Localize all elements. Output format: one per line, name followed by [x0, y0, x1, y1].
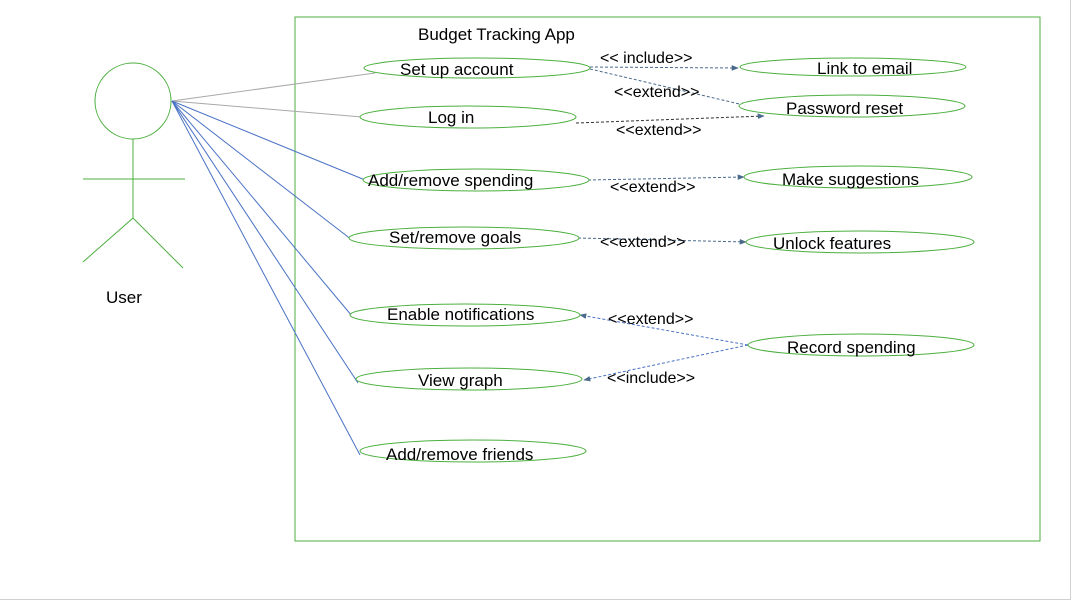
use-case-label: Link to email	[817, 59, 912, 78]
use-case-label: Unlock features	[773, 234, 891, 253]
relation-label-r4: <<extend>>	[610, 179, 695, 196]
use-case-shape	[743, 165, 973, 189]
use-case-label: Add/remove friends	[386, 445, 533, 464]
system-boundary	[294, 16, 1041, 542]
use-case-label: Set up account	[400, 60, 514, 79]
use-case-spending[interactable]: Add/remove spending	[362, 168, 590, 192]
use-case-reset[interactable]: Password reset	[738, 94, 966, 118]
relations: << include>> <<extend>> <<extend>> <<ext…	[575, 50, 765, 387]
relation-line-r4	[587, 174, 745, 181]
use-case-shape	[363, 57, 591, 79]
use-case-shape	[745, 230, 975, 254]
relation-label-r1: << include>>	[600, 50, 693, 67]
relation-label-r3: <<extend>>	[616, 122, 701, 139]
relation-line-r1	[589, 65, 739, 71]
relation-line-r2	[589, 68, 749, 108]
use-case-shape	[359, 105, 577, 129]
use-case-label: Enable notifications	[387, 305, 534, 324]
actor-right-leg	[132, 217, 184, 269]
association-login	[171, 100, 363, 118]
use-case-shape	[738, 94, 966, 118]
actor-head	[94, 62, 172, 140]
use-case-notifications[interactable]: Enable notifications	[349, 303, 581, 327]
relation-line-r6	[579, 313, 749, 346]
association-friends	[171, 100, 361, 456]
use-case-label: Password reset	[786, 99, 903, 118]
relation-label-r7: <<include>>	[607, 370, 695, 387]
use-case-suggestions[interactable]: Make suggestions	[743, 165, 973, 189]
system-title: Budget Tracking App	[418, 25, 575, 44]
relation-label-r2: <<extend>>	[614, 84, 699, 101]
relation-line-r3	[575, 113, 765, 124]
use-case-graph[interactable]: View graph	[355, 367, 583, 391]
use-case-friends[interactable]: Add/remove friends	[359, 439, 587, 464]
relation-label-r5: <<extend>>	[600, 234, 685, 251]
use-case-email[interactable]: Link to email	[739, 57, 967, 78]
use-case-label: Set/remove goals	[389, 228, 521, 247]
associations	[171, 72, 376, 456]
use-case-shape	[747, 333, 975, 357]
relation-line-r7	[583, 344, 749, 382]
use-case-shape	[355, 367, 583, 391]
use-case-label: Record spending	[787, 338, 916, 357]
association-notifications	[171, 100, 353, 317]
use-case-label: View graph	[418, 371, 503, 390]
use-case-shape	[362, 168, 590, 192]
relation-line-r5	[577, 237, 747, 245]
actor-user[interactable]: User	[82, 62, 185, 307]
use-case-shape	[359, 439, 587, 463]
use-case-unlock[interactable]: Unlock features	[745, 230, 975, 254]
use-case-setup[interactable]: Set up account	[363, 57, 591, 79]
use-case-goals[interactable]: Set/remove goals	[348, 226, 580, 250]
association-spending	[171, 100, 371, 183]
use-case-record[interactable]: Record spending	[747, 333, 975, 357]
actor-left-leg	[82, 217, 134, 263]
association-graph	[171, 100, 359, 384]
use-case-shape	[349, 303, 581, 327]
association-setup	[171, 72, 376, 102]
use-case-shape	[348, 226, 580, 250]
use-case-shape	[739, 57, 967, 77]
relation-label-r6: <<extend>>	[608, 311, 693, 328]
use-case-label: Make suggestions	[782, 170, 919, 189]
use-case-label: Add/remove spending	[368, 171, 533, 190]
association-goals	[171, 100, 353, 241]
use-case-label: Log in	[428, 108, 474, 127]
use-case-login[interactable]: Log in	[359, 105, 577, 129]
actor-name: User	[106, 288, 142, 307]
